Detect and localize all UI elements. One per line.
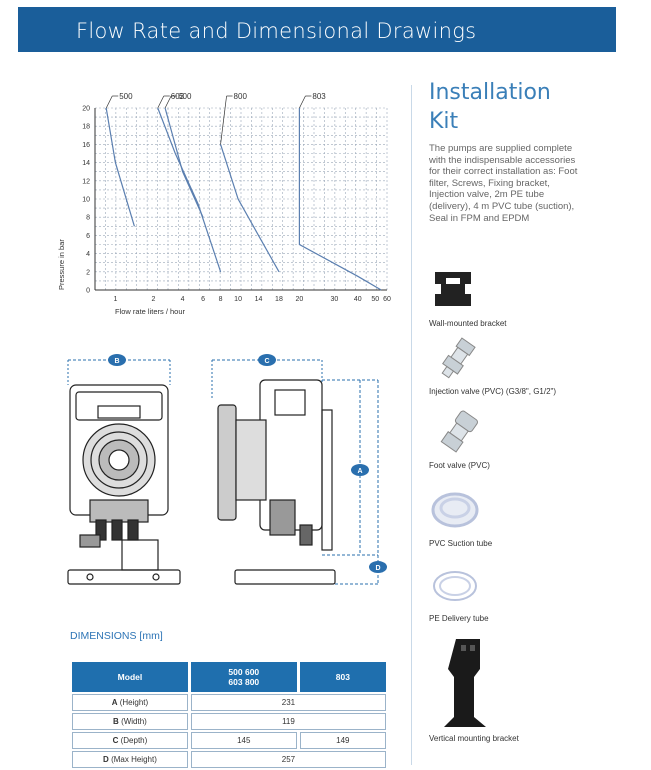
page-title: Flow Rate and Dimensional Drawings (76, 19, 477, 43)
table-header-row: Model 500 600 603 800 803 (72, 662, 386, 692)
series-leader-803 (299, 95, 306, 109)
header-group1-line2: 603 800 (228, 677, 260, 687)
y-tick-label: 10 (82, 197, 90, 204)
vertical-bracket-icon (444, 639, 486, 727)
x-tick-label: 20 (296, 296, 304, 303)
accessory-label-wall-bracket: Wall-mounted bracket (429, 319, 507, 328)
y-tick-label: 12 (82, 178, 90, 185)
table-row: A (Height) 231 (72, 694, 386, 711)
svg-text:A: A (357, 468, 362, 475)
delivery-tube-icon (433, 571, 477, 601)
dim-marker-c: C (258, 354, 276, 366)
svg-text:C: C (264, 358, 269, 365)
x-tick-label: 14 (255, 296, 263, 303)
series-line-803 (298, 108, 382, 291)
series-leader-800 (220, 95, 227, 145)
x-tick-label: 60 (383, 296, 391, 303)
y-tick-label: 4 (86, 251, 90, 258)
row-value: 119 (190, 713, 386, 730)
header-group2: 803 (299, 662, 386, 692)
svg-text:B: B (114, 358, 119, 365)
header-banner: Flow Rate and Dimensional Drawings (18, 7, 616, 52)
accessory-label-injection-valve: Injection valve (PVC) (G3/8", G1/2") (429, 387, 557, 396)
series-leader-600 (164, 95, 172, 109)
header-group1-line1: 500 600 (228, 667, 260, 677)
y-axis-label: Pressure in bar (57, 239, 66, 290)
series-label-803: 803 (312, 92, 326, 101)
series-leader-500 (105, 95, 113, 109)
y-tick-label: 20 (82, 106, 90, 113)
series-label-603: 603 (171, 92, 185, 101)
x-tick-label: 2 (151, 296, 155, 303)
series-line-603 (157, 107, 222, 272)
installation-kit-title: Installation Kit (429, 80, 551, 134)
row-value-group1: 145 (190, 732, 297, 749)
series-label-600: 600 (178, 92, 192, 101)
accessory-label-foot-valve: Foot valve (PVC) (429, 461, 490, 470)
column-divider (411, 85, 412, 765)
pump-front-view (67, 384, 181, 585)
x-tick-label: 50 (371, 296, 379, 303)
x-tick-label: 18 (275, 296, 283, 303)
dim-marker-d: D (369, 561, 387, 573)
y-tick-label: 0 (86, 288, 90, 295)
dimensions-table: Model 500 600 603 800 803 A (Height) 231… (69, 660, 389, 770)
series-line-500 (105, 107, 135, 227)
pump-side-view (217, 379, 336, 585)
x-tick-label: 30 (331, 296, 339, 303)
series-line-600 (164, 107, 204, 218)
header-model: Model (72, 662, 188, 692)
row-value: 257 (190, 751, 386, 768)
dimensional-drawing: B C A (67, 354, 387, 585)
series-label-800: 800 (234, 92, 248, 101)
y-tick-label: 14 (82, 160, 90, 167)
x-tick-label: 10 (234, 296, 242, 303)
y-tick-label: 18 (82, 124, 90, 131)
table-row: B (Width) 119 (72, 713, 386, 730)
table-row: D (Max Height) 257 (72, 751, 386, 768)
x-tick-label: 40 (354, 296, 362, 303)
row-label: D (Max Height) (72, 751, 188, 768)
x-tick-label: 8 (219, 296, 223, 303)
row-value: 231 (190, 694, 386, 711)
wall-bracket-icon (435, 272, 471, 306)
dim-marker-a: A (351, 464, 369, 476)
row-label: C (Depth) (72, 732, 188, 749)
suction-tube-icon (431, 492, 479, 528)
y-tick-label: 8 (86, 215, 90, 222)
series-leader-603 (157, 95, 165, 109)
row-label: A (Height) (72, 694, 188, 711)
x-tick-label: 4 (181, 296, 185, 303)
y-tick-label: 16 (82, 142, 90, 149)
accessory-label-suction-tube: PVC Suction tube (429, 539, 493, 548)
y-tick-label: 6 (86, 233, 90, 240)
installation-kit-text: The pumps are supplied complete with the… (429, 143, 578, 224)
accessory-label-vertical-bracket: Vertical mounting bracket (429, 734, 519, 743)
series-label-500: 500 (119, 92, 133, 101)
table-row: C (Depth) 145 149 (72, 732, 386, 749)
dim-marker-b: B (108, 354, 126, 366)
foot-valve-icon (440, 410, 478, 453)
row-value-group2: 149 (299, 732, 386, 749)
x-axis-label: Flow rate liters / hour (115, 307, 186, 316)
x-tick-label: 1 (113, 296, 117, 303)
accessory-label-delivery-tube: PE Delivery tube (429, 614, 489, 623)
injection-valve-icon (441, 337, 476, 379)
row-label: B (Width) (72, 713, 188, 730)
header-group1: 500 600 603 800 (190, 662, 297, 692)
x-tick-label: 6 (201, 296, 205, 303)
dimensions-title: DIMENSIONS [mm] (70, 630, 163, 642)
y-tick-label: 2 (86, 269, 90, 276)
series-line-800 (220, 144, 280, 273)
svg-text:D: D (375, 565, 380, 572)
